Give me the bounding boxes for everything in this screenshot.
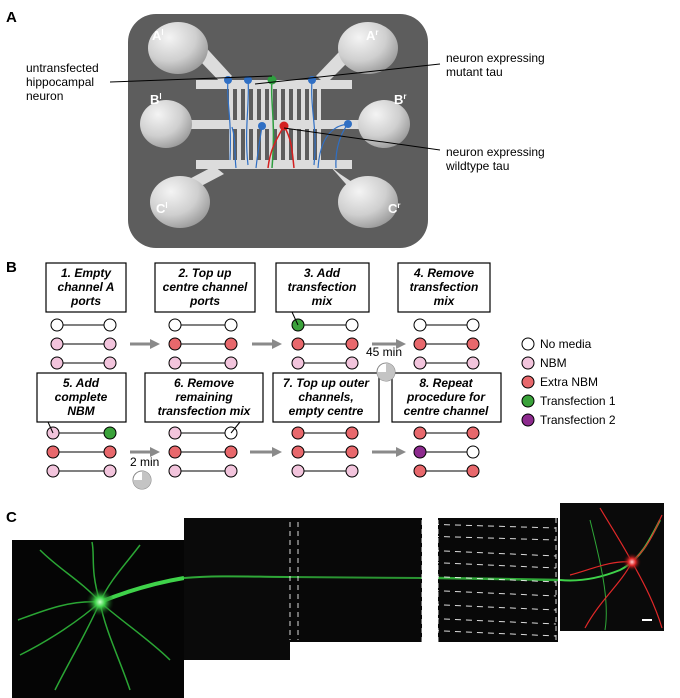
port-label-cl: Cl	[156, 201, 168, 216]
svg-text:complete: complete	[55, 390, 108, 404]
state-step-5	[46, 421, 117, 478]
step-box-8: 8. Repeat procedure for centre channel	[391, 372, 502, 423]
step-box-5: 5. Add complete NBM	[36, 372, 127, 423]
svg-text:Transfection 1: Transfection 1	[540, 394, 616, 408]
svg-text:empty centre: empty centre	[289, 404, 364, 418]
svg-text:transfection mix: transfection mix	[158, 404, 252, 418]
svg-text:8. Repeat: 8. Repeat	[419, 376, 473, 390]
alignment-dashes	[289, 518, 557, 642]
arrow-6-7	[250, 447, 282, 457]
label-wildtype-2: wildtype tau	[445, 159, 509, 173]
svg-text:channels,: channels,	[298, 390, 353, 404]
port-c-right	[338, 176, 398, 228]
step-box-3: 3. Add transfection mix	[275, 262, 370, 313]
horizontal-dashes	[421, 523, 557, 637]
image-tile-axon-1	[183, 518, 291, 660]
panel-label-b: B	[6, 259, 17, 276]
svg-text:transfection: transfection	[410, 280, 479, 294]
step-box-4: 4. Remove transfection mix	[397, 262, 491, 313]
svg-text:NBM: NBM	[67, 404, 95, 418]
legend-item-nbm: NBM	[521, 356, 567, 370]
state-step-2	[168, 318, 238, 370]
port-b-left	[140, 100, 192, 148]
svg-text:centre channel: centre channel	[404, 404, 489, 418]
arrow-1-2	[130, 339, 160, 349]
legend-item-transfection-2: Transfection 2	[521, 413, 616, 427]
step-box-2: 2. Top up centre channel ports	[154, 262, 256, 313]
port-a-left	[148, 22, 208, 74]
svg-text:transfection: transfection	[288, 280, 357, 294]
flow-arrows	[130, 339, 406, 457]
port-label-bl: Bl	[150, 92, 162, 107]
svg-text:channel A: channel A	[58, 280, 115, 294]
untransfected-neurons	[227, 79, 349, 169]
svg-text:mix: mix	[434, 294, 456, 308]
state-step-3	[291, 311, 359, 370]
svg-text:No media: No media	[540, 337, 592, 351]
svg-text:3. Add: 3. Add	[304, 266, 341, 280]
port-label-al: Al	[152, 28, 164, 43]
image-tile-microgrooves	[289, 518, 423, 642]
state-step-4	[413, 318, 480, 370]
svg-text:procedure for: procedure for	[406, 390, 486, 404]
step-box-6: 6. Remove remaining transfection mix	[144, 372, 264, 423]
microfluidic-device: Al Ar Bl Br Cl Cr	[128, 14, 428, 248]
svg-text:Transfection 2: Transfection 2	[540, 413, 616, 427]
step-box-7: 7. Top up outer channels, empty centre	[272, 372, 380, 423]
state-step-7	[291, 426, 359, 478]
svg-text:6. Remove: 6. Remove	[174, 376, 234, 390]
image-tile-axon-2	[437, 518, 559, 642]
state-step-1	[50, 318, 117, 370]
arrow-7-8	[372, 447, 406, 457]
svg-text:ports: ports	[189, 294, 220, 308]
svg-text:1. Empty: 1. Empty	[61, 266, 112, 280]
step-box-1: 1. Empty channel A ports	[45, 262, 127, 313]
svg-text:7. Top up outer: 7. Top up outer	[283, 376, 371, 390]
label-mutant-1: neuron expressing	[446, 51, 545, 65]
port-label-cr: Cr	[388, 201, 401, 216]
svg-text:remaining: remaining	[175, 390, 233, 404]
timer-label-2: 2 min	[130, 455, 159, 469]
svg-text:2. Top up: 2. Top up	[178, 266, 232, 280]
image-tile-soma	[12, 540, 185, 698]
label-untransfected-2: hippocampal	[26, 75, 94, 89]
label-untransfected-3: neuron	[26, 89, 63, 103]
svg-text:5. Add: 5. Add	[63, 376, 100, 390]
image-tile-target	[559, 503, 664, 631]
label-mutant-2: mutant tau	[446, 65, 503, 79]
scale-bar	[642, 619, 652, 621]
port-label-ar: Ar	[366, 28, 379, 43]
svg-text:ports: ports	[70, 294, 101, 308]
microgrooves-top	[229, 88, 321, 121]
fluorescence-montage	[12, 503, 664, 698]
legend-item-no-media: No media	[521, 337, 592, 351]
state-step-8	[413, 426, 480, 478]
arrow-5-6	[130, 447, 160, 457]
svg-text:Extra NBM: Extra NBM	[540, 375, 598, 389]
annotation-lines	[109, 63, 441, 151]
state-step-6	[168, 421, 241, 478]
timer-icon-2	[132, 470, 152, 490]
port-b-right	[358, 100, 410, 148]
legend: No media NBM Extra NBM Transfection 1 Tr…	[521, 337, 616, 427]
legend-item-transfection-1: Transfection 1	[521, 394, 616, 408]
channel-states	[46, 311, 480, 478]
timer-icon-45	[376, 362, 396, 382]
port-c-left	[150, 176, 210, 228]
legend-item-extra-nbm: Extra NBM	[521, 375, 598, 389]
arrow-2-3	[252, 339, 282, 349]
label-wildtype-1: neuron expressing	[446, 145, 545, 159]
panel-label-a: A	[6, 9, 17, 26]
label-untransfected-1: untransfected	[26, 61, 99, 75]
svg-text:mix: mix	[312, 294, 334, 308]
timer-label-45: 45 min	[366, 345, 402, 359]
arrow-3-4	[372, 339, 406, 349]
port-a-right	[338, 22, 398, 74]
port-label-br: Br	[394, 92, 407, 107]
svg-text:4. Remove: 4. Remove	[413, 266, 474, 280]
svg-text:NBM: NBM	[540, 356, 567, 370]
panel-label-c: C	[6, 509, 17, 526]
svg-text:centre channel: centre channel	[163, 280, 248, 294]
